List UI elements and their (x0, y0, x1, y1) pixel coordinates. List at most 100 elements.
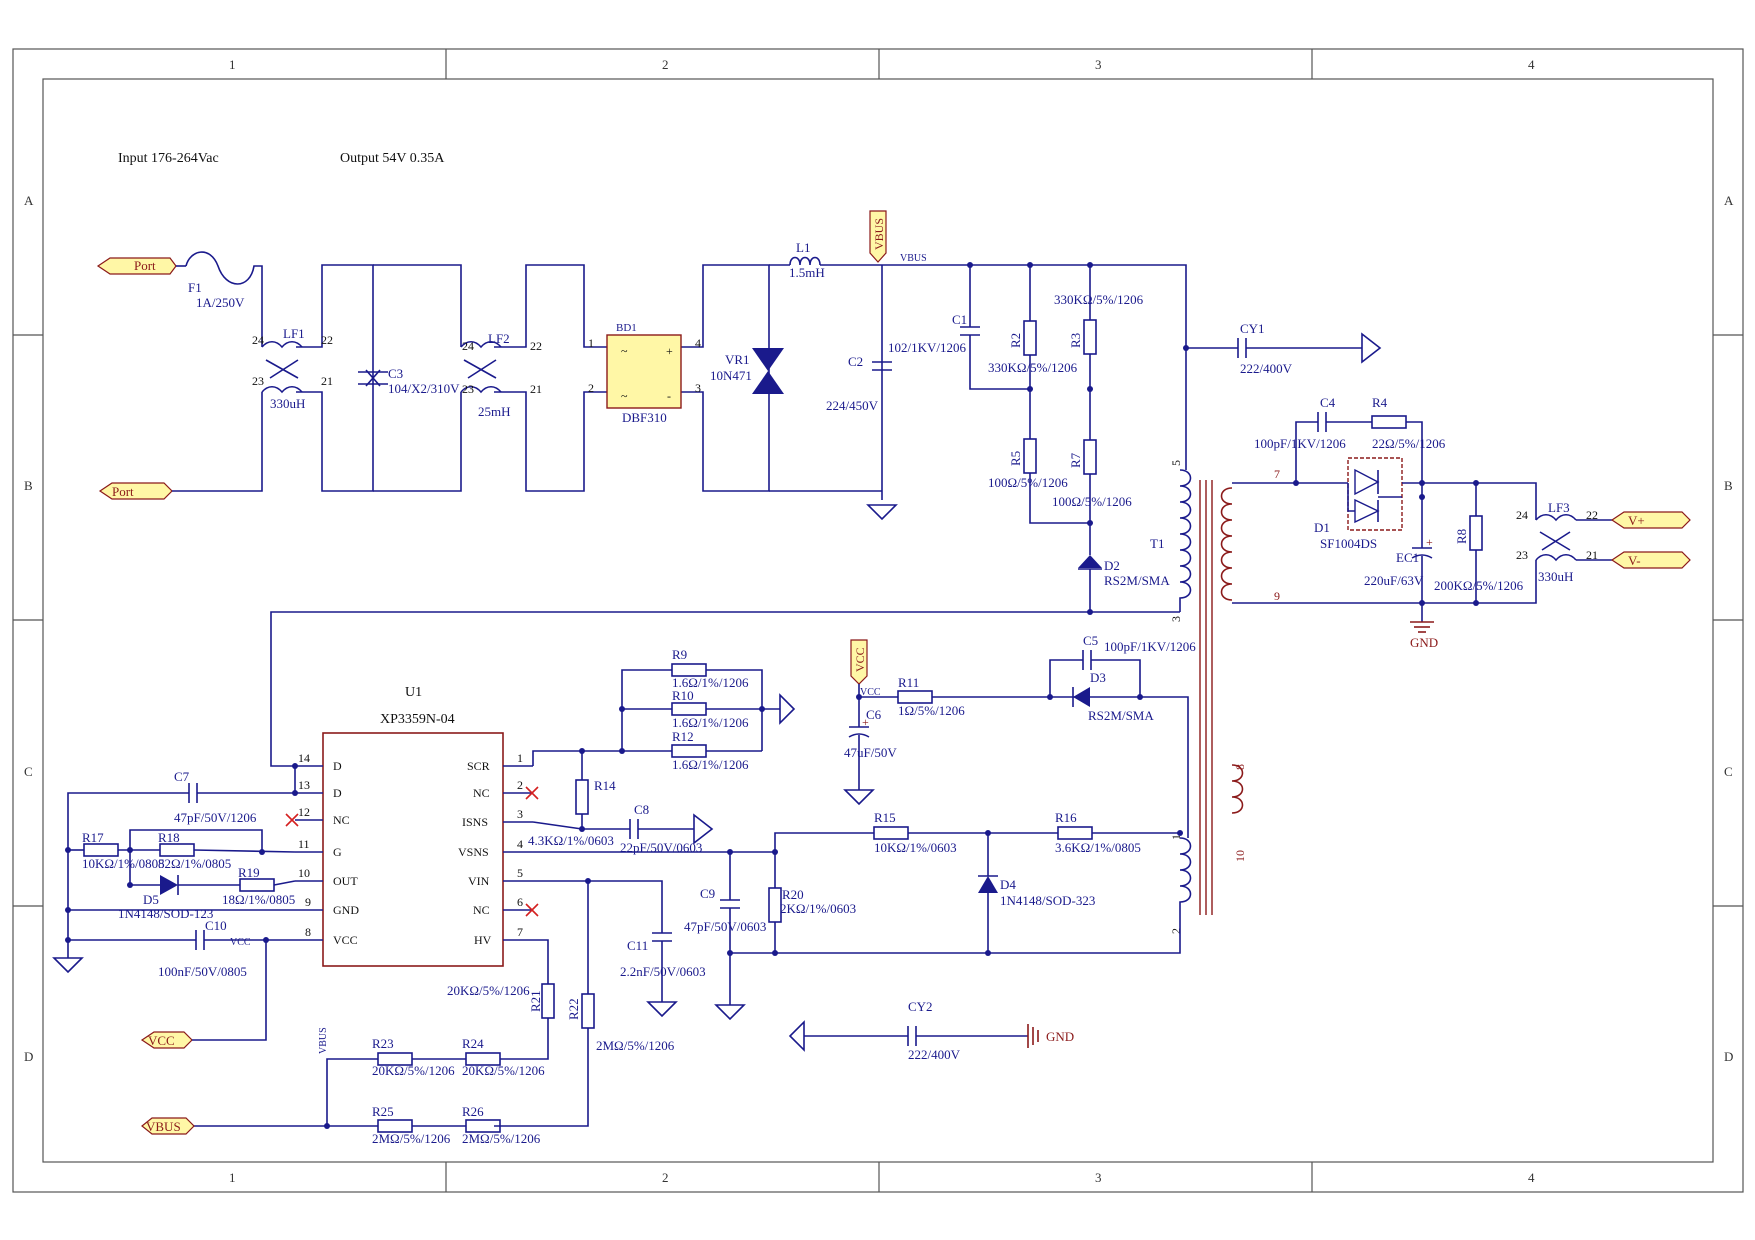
vin-network: C11 2.2nF/50V/0603 R22 2MΩ/5%/1206 (494, 878, 706, 1127)
svg-text:1: 1 (517, 751, 523, 765)
l1-ref: L1 (796, 240, 810, 255)
u1-pin-14: 14D (295, 751, 342, 773)
cy2-value: 222/400V (908, 1047, 961, 1062)
svg-text:OUT: OUT (333, 874, 358, 888)
no-connect-markers (285, 786, 539, 917)
port-vout-pos: V+ (1610, 511, 1691, 529)
vr1-varistor: VR1 10N471 (710, 348, 784, 394)
svg-text:NC: NC (333, 813, 350, 827)
t1-pin-7: 7 (1274, 467, 1280, 481)
vbus-net-label-2: VBUS (318, 1027, 329, 1054)
svg-text:4: 4 (517, 837, 523, 851)
vcc-supply-network: VCC VCC + C6 47uF/50V R11 1Ω/5%/1206 C5 … (843, 633, 1196, 838)
svg-text:-: - (667, 389, 671, 403)
bd1-pin-3: 3 (695, 381, 701, 395)
port-label: Port (134, 258, 156, 273)
port-label: V- (1628, 553, 1641, 568)
c2-ref: C2 (848, 354, 863, 369)
c3-value: 104/X2/310V (388, 381, 460, 396)
sheet-frame (12, 48, 1744, 1193)
l1-value: 1.5mH (789, 265, 825, 280)
d2-ref: D2 (1104, 558, 1120, 573)
cy1-value: 222/400V (1240, 361, 1293, 376)
lf1-ref: LF1 (283, 326, 305, 341)
svg-text:13: 13 (298, 778, 310, 792)
c11-value: 2.2nF/50V/0603 (620, 964, 706, 979)
svg-text:~: ~ (621, 344, 628, 358)
c6-ref: C6 (866, 707, 882, 722)
svg-text:~: ~ (621, 389, 628, 403)
t1-pin-2: 2 (1169, 928, 1183, 934)
c4-ref: C4 (1320, 395, 1336, 410)
zone-row-b-left: B (24, 478, 33, 493)
svg-text:2: 2 (517, 778, 523, 792)
svg-text:D: D (333, 786, 342, 800)
r10-ref: R10 (672, 688, 694, 703)
t1-pin-3: 3 (1169, 616, 1183, 622)
port-ac-input-bottom: Port (98, 482, 173, 500)
r2-value: 330KΩ/5%/1206 (988, 360, 1078, 375)
c7-value: 47pF/50V/1206 (174, 810, 257, 825)
c2-bulk-capacitor: C2 224/450V (826, 354, 892, 413)
u1-pin-2: 2NC (473, 778, 533, 800)
svg-text:GND: GND (333, 903, 359, 917)
output-spec-note: Output 54V 0.35A (340, 151, 445, 166)
gnd-right-label: GND (1410, 635, 1438, 650)
lf2-pin-21: 21 (530, 382, 542, 396)
r23-value: 20KΩ/5%/1206 (372, 1063, 455, 1078)
bd1-pin-2: 2 (588, 381, 594, 395)
zone-row-c-left: C (24, 764, 33, 779)
vr1-ref: VR1 (725, 352, 750, 367)
lf3-ref: LF3 (1548, 500, 1570, 515)
ground-icon (866, 504, 898, 521)
r4-value: 22Ω/5%/1206 (1372, 436, 1446, 451)
r18-value: 82Ω/1%/0805 (158, 856, 231, 871)
port-ac-input-top: Port (96, 257, 177, 275)
r24-value: 20KΩ/5%/1206 (462, 1063, 545, 1078)
r9-value: 1.6Ω/1%/1206 (672, 675, 749, 690)
c6-value: 47uF/50V (844, 745, 897, 760)
r25-value: 2MΩ/5%/1206 (372, 1131, 451, 1146)
d5-ref: D5 (143, 892, 159, 907)
cy2-y-capacitor: CY2 222/400V GND (788, 999, 1074, 1062)
u1-pin-7: 7HV (474, 925, 533, 947)
cy1-ref: CY1 (1240, 321, 1265, 336)
r24-ref: R24 (462, 1036, 484, 1051)
current-sense-network: R9 1.6Ω/1%/1206 R10 1.6Ω/1%/1206 R12 1.6… (528, 647, 796, 855)
vbus-net-label: VBUS (900, 253, 927, 264)
c2-value: 224/450V (826, 398, 879, 413)
svg-text:7: 7 (517, 925, 523, 939)
c10-ref: C10 (205, 918, 227, 933)
c9-ref: C9 (700, 886, 715, 901)
r14-value: 4.3KΩ/1%/0603 (528, 833, 614, 848)
zone-col-2-top: 2 (662, 57, 669, 72)
port-vbus-left: VBUS (141, 1117, 195, 1135)
bd1-ref: BD1 (616, 322, 637, 334)
lf2-common-mode-choke: LF2 25mH 24 22 23 21 (460, 331, 542, 419)
r3-value: 330KΩ/5%/1206 (1054, 292, 1144, 307)
d3-ref: D3 (1090, 670, 1106, 685)
r11-value: 1Ω/5%/1206 (898, 703, 965, 718)
port-label: V+ (1628, 513, 1645, 528)
lf3-pin-24: 24 (1516, 508, 1528, 522)
d4-value: 1N4148/SOD-323 (1000, 893, 1095, 908)
zone-col-3-bottom: 3 (1095, 1170, 1102, 1185)
r12-ref: R12 (672, 729, 694, 744)
port-vbus-top: VBUS VBUS (869, 210, 927, 264)
zone-col-4-bottom: 4 (1528, 1170, 1535, 1185)
svg-text:+: + (1426, 535, 1433, 549)
f1-ref: F1 (188, 280, 202, 295)
r20-value: 2KΩ/1%/0603 (780, 901, 856, 916)
ec1-value: 220uF/63V (1364, 573, 1424, 588)
t1-transformer: T1 5 3 1 2 7 9 8 10 (1150, 460, 1280, 934)
lf3-pin-23: 23 (1516, 548, 1528, 562)
r23-ref: R23 (372, 1036, 394, 1051)
svg-text:NC: NC (473, 903, 490, 917)
vr1-value: 10N471 (710, 368, 752, 383)
r17-value: 10KΩ/1%/0805 (82, 856, 165, 871)
